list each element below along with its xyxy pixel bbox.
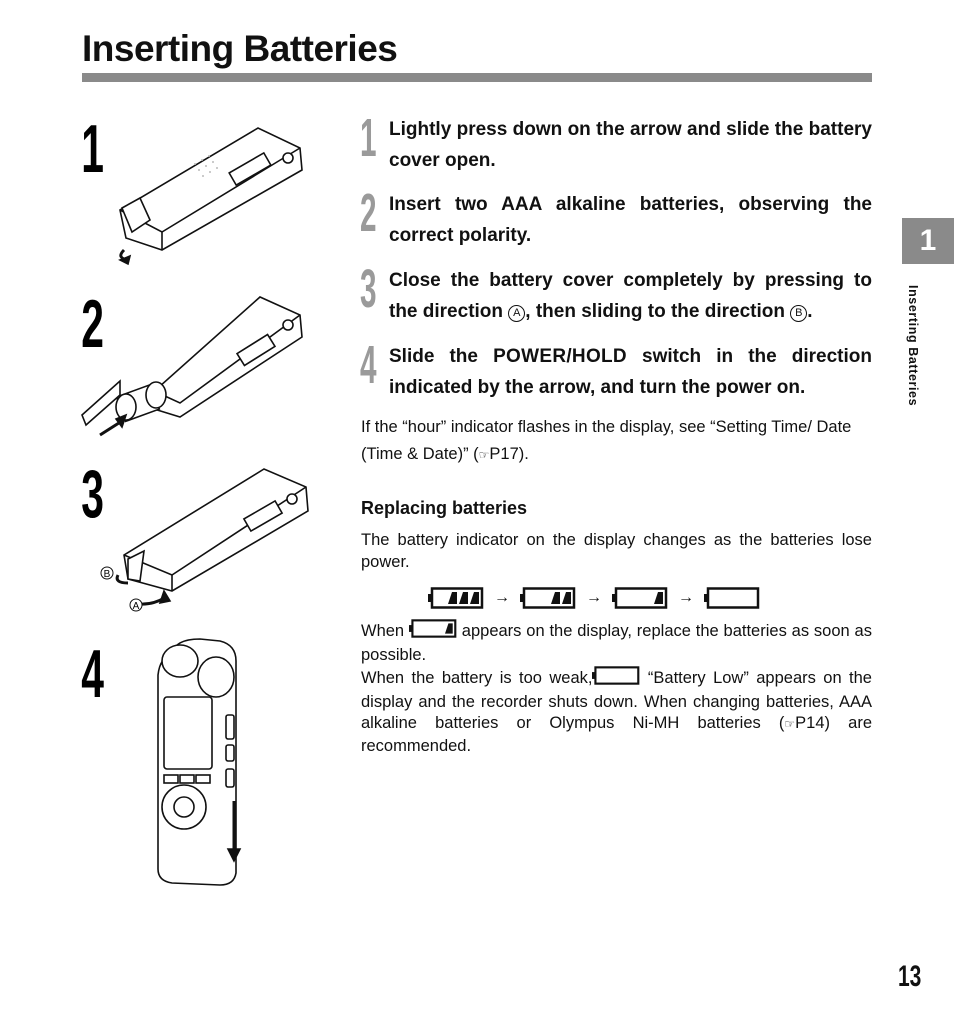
step-number: 3 bbox=[360, 259, 377, 319]
battery-level-icon bbox=[428, 587, 484, 609]
step-text: Insert two AAA alkaline batteries, obser… bbox=[389, 194, 872, 246]
step-number: 4 bbox=[360, 335, 377, 395]
step-text: Lightly press down on the arrow and slid… bbox=[389, 119, 872, 171]
arrow: → bbox=[586, 589, 602, 606]
page-number: 13 bbox=[898, 960, 922, 993]
direction-a-label: A bbox=[133, 601, 140, 612]
recorder-cover-open-icon bbox=[118, 127, 303, 266]
illustration-number: 4 bbox=[81, 635, 104, 711]
illustration-step-4: 4 bbox=[80, 635, 320, 890]
reference-icon: ☞ bbox=[784, 717, 796, 731]
battery-level-icon bbox=[612, 587, 668, 609]
step-number: 2 bbox=[360, 183, 377, 243]
recorder-insert-battery-icon bbox=[81, 296, 303, 437]
battery-bar bbox=[654, 592, 663, 604]
illustration-step-1: 1 bbox=[80, 110, 320, 275]
battery-empty-icon bbox=[592, 666, 640, 692]
step-text: Slide the POWER/HOLD switch in the direc… bbox=[389, 346, 872, 398]
illustration-number: 3 bbox=[81, 455, 104, 531]
step-number: 1 bbox=[360, 108, 377, 168]
arrow: → bbox=[678, 589, 694, 606]
battery-bar bbox=[470, 592, 479, 604]
replacing-intro: The battery indicator on the display cha… bbox=[361, 531, 872, 571]
reference-icon: ☞ bbox=[478, 448, 490, 462]
illustration-number: 1 bbox=[81, 110, 104, 186]
title-rule bbox=[82, 73, 872, 82]
page-title: Inserting Batteries bbox=[82, 28, 398, 69]
direction-a-mark: A bbox=[508, 305, 526, 322]
battery-bar bbox=[562, 592, 571, 604]
battery-bar bbox=[444, 623, 453, 634]
battery-level-icon bbox=[704, 587, 760, 609]
section-tab: 1 bbox=[902, 218, 954, 264]
replacing-heading: Replacing batteries bbox=[361, 498, 528, 518]
battery-bar bbox=[551, 592, 560, 604]
power-hold-switch-label: POWER/HOLD bbox=[493, 346, 627, 367]
battery-bar bbox=[459, 592, 468, 604]
step-text: Close the battery cover completely by pr… bbox=[389, 270, 872, 322]
illustration-step-3: 3 B A bbox=[80, 455, 320, 625]
illustration-step-2: 2 bbox=[80, 285, 320, 445]
arrow: → bbox=[494, 589, 510, 606]
side-label: Inserting Batteries bbox=[906, 285, 920, 407]
illustration-number: 2 bbox=[81, 285, 104, 361]
direction-b-label: B bbox=[104, 569, 111, 580]
time-note: If the “hour” indicator flashes in the d… bbox=[361, 418, 852, 463]
battery-level-sequence: → → → bbox=[428, 586, 760, 610]
direction-b-mark: B bbox=[790, 305, 808, 322]
battery-one-bar-icon bbox=[408, 619, 457, 645]
recorder-power-switch-icon bbox=[157, 638, 242, 886]
battery-level-icon bbox=[520, 587, 576, 609]
replace-instructions: When appears on the display, replace the… bbox=[361, 619, 872, 757]
battery-bar bbox=[448, 592, 457, 604]
recorder-close-cover-icon bbox=[115, 468, 309, 606]
